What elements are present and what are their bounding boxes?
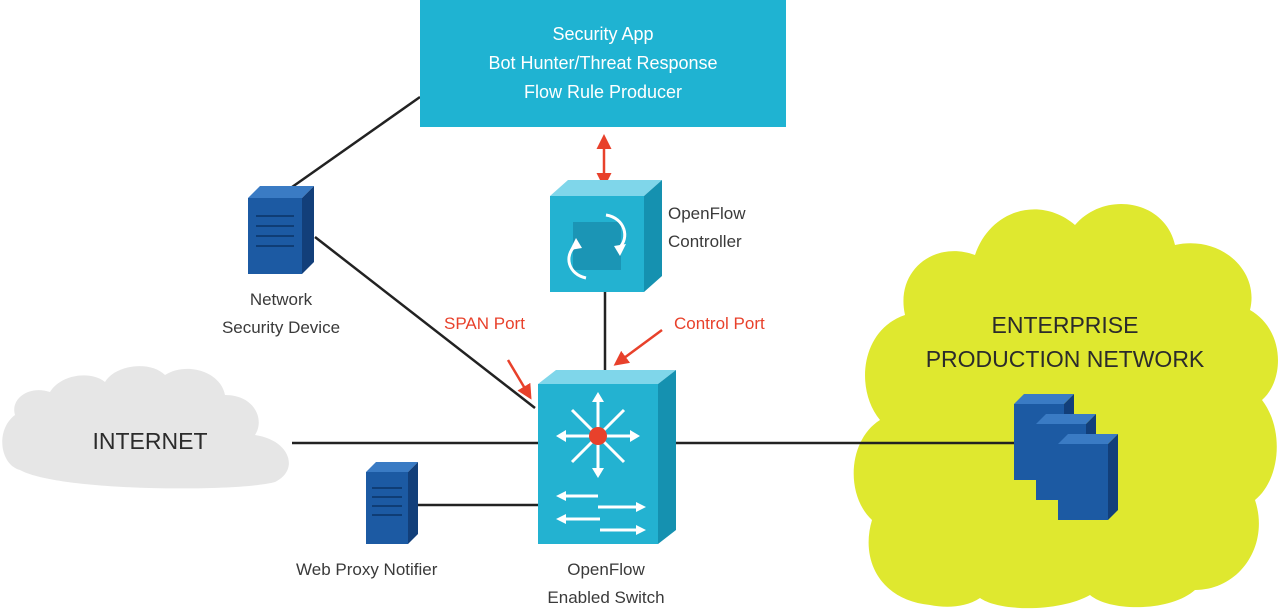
switch-center-dot	[589, 427, 607, 445]
connection-lines	[284, 95, 1030, 507]
internet-label: INTERNET	[92, 428, 208, 454]
switch-label: OpenFlow Enabled Switch	[516, 556, 696, 612]
internet-cloud	[2, 366, 289, 489]
control-port-label: Control Port	[674, 314, 765, 333]
security-app-line-2: Bot Hunter/Threat Response	[488, 53, 718, 73]
security-app-line-1: Security App	[552, 24, 654, 44]
line-nsd-to-switch	[314, 236, 536, 409]
switch-line-1: OpenFlow	[567, 560, 645, 579]
controller-cube	[550, 180, 662, 292]
nsd-line-1: Network	[249, 290, 313, 309]
controller-line-2: Controller	[668, 232, 742, 251]
security-app-box	[420, 0, 786, 127]
enterprise-label: ENTERPRISE PRODUCTION NETWORK	[880, 308, 1250, 376]
span-port-arrow	[506, 359, 532, 400]
web-proxy-label: Web Proxy Notifier	[296, 560, 438, 579]
network-security-device	[248, 186, 314, 274]
enterprise-servers	[1014, 394, 1118, 520]
switch-flow-arrows-icon	[560, 494, 642, 532]
security-app-label: Security App Bot Hunter/Threat Response …	[420, 20, 786, 107]
web-proxy-device	[366, 462, 418, 544]
span-port-label: SPAN Port	[444, 314, 525, 333]
controller-label: OpenFlow Controller	[668, 200, 745, 256]
nsd-line-2: Security Device	[221, 318, 341, 337]
network-security-device-label: Network Security Device	[196, 286, 366, 342]
switch-line-2: Enabled Switch	[547, 588, 665, 607]
security-app-line-3: Flow Rule Producer	[523, 82, 683, 102]
control-port-arrow	[613, 328, 663, 366]
line-app-to-nsd	[284, 95, 421, 194]
enterprise-line-2: PRODUCTION NETWORK	[925, 346, 1205, 372]
enterprise-line-1: ENTERPRISE	[991, 312, 1139, 338]
controller-line-1: OpenFlow	[668, 204, 746, 223]
openflow-switch	[538, 370, 676, 544]
